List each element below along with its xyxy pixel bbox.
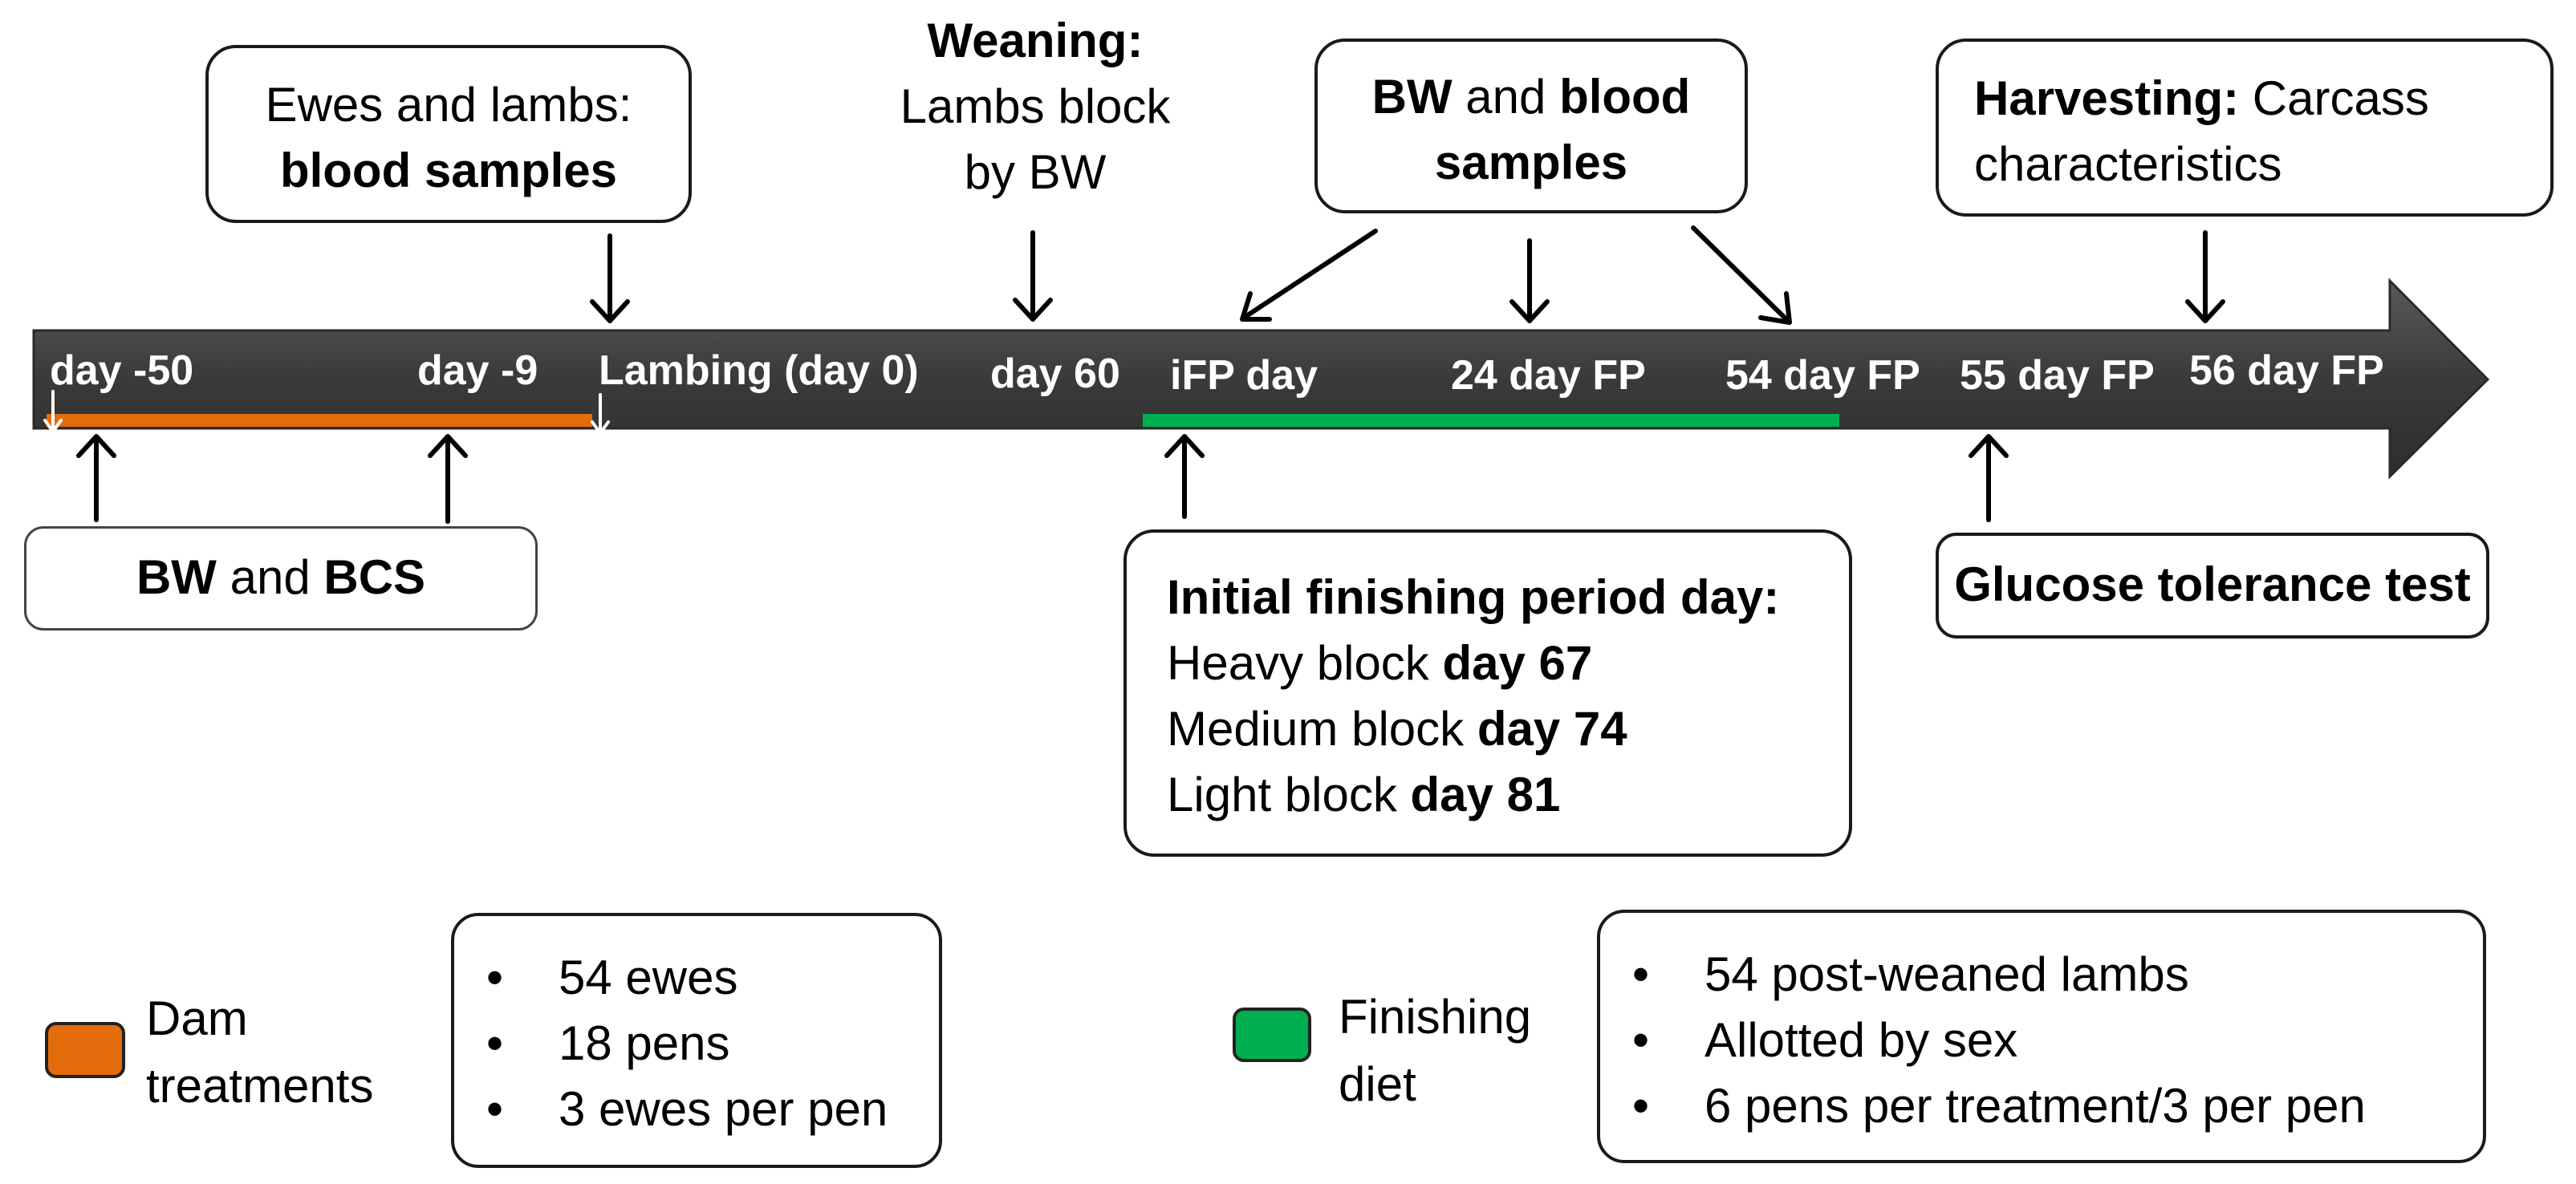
finishing-diet-swatch — [1233, 1008, 1311, 1062]
tick-24-day-fp: 24 day FP — [1451, 352, 1646, 399]
finishing-diet-bar — [1143, 414, 1839, 427]
list-item: •Allotted by sex — [1632, 1013, 2018, 1067]
initial-fp-row-day: day 67 — [1442, 636, 1593, 690]
marker-day-minus-50 — [43, 390, 63, 435]
initial-fp-title: Initial finishing period day: — [1167, 570, 1780, 624]
tick-56-day-fp: 56 day FP — [2189, 347, 2384, 394]
finishing-legend-line2: diet — [1339, 1057, 1416, 1111]
bw-blood-blood: blood — [1559, 70, 1691, 124]
arrow-bw-blood-center — [1509, 238, 1550, 323]
tick-54-day-fp: 54 day FP — [1725, 352, 1920, 399]
bw-bcs-and: and — [216, 550, 324, 604]
initial-fp-row: Light block day 81 — [1167, 762, 1849, 828]
marker-lambing — [591, 393, 610, 436]
tick-day-minus-9: day -9 — [417, 347, 538, 394]
tick-ifp-day: iFP day — [1170, 352, 1318, 399]
ewes-info-box: •54 ewes •18 pens •3 ewes per pen — [451, 913, 942, 1168]
bw-blood-and: and — [1452, 70, 1560, 124]
bw-blood-bw: BW — [1371, 70, 1453, 124]
ewes-lambs-blood: blood samples — [279, 144, 618, 197]
harvesting-title: Harvesting: — [1974, 71, 2240, 125]
dam-treatments-legend: Dam treatments — [146, 985, 373, 1120]
arrow-bw-bcs-left — [76, 434, 116, 522]
bw-bcs-box: BW and BCS — [24, 526, 538, 631]
arrow-bw-bcs-right — [428, 434, 468, 524]
list-item: •54 ewes — [486, 951, 738, 1004]
tick-lambing: Lambing (day 0) — [599, 347, 919, 394]
initial-fp-row-day: day 74 — [1477, 702, 1627, 756]
weaning-label: Weaning: Lambs block by BW — [891, 8, 1180, 205]
list-item: •18 pens — [486, 1016, 730, 1070]
arrow-harvest — [2185, 230, 2225, 323]
bw-bcs-bcs: BCS — [323, 550, 426, 604]
initial-finishing-period-box: Initial finishing period day: Heavy bloc… — [1123, 529, 1852, 857]
arrow-glucose — [1969, 434, 2009, 522]
arrow-initial-fp — [1164, 434, 1205, 519]
timeline-arrow — [32, 278, 2490, 480]
harvesting-box: Harvesting: Carcass characteristics — [1936, 39, 2554, 217]
arrow-bw-blood-left — [1240, 229, 1378, 322]
initial-fp-row: Medium block day 74 — [1167, 696, 1849, 762]
weaning-line2: by BW — [964, 145, 1107, 199]
arrow-weaning — [1013, 230, 1053, 322]
bw-blood-samples-box: BW and blood samples — [1314, 39, 1748, 213]
initial-fp-row-label: Medium block — [1167, 702, 1477, 756]
initial-fp-row-label: Light block — [1167, 768, 1411, 821]
ewes-lambs-title: Ewes and lambs: — [265, 78, 632, 132]
dam-treatment-bar — [47, 414, 592, 427]
ewes-lambs-blood-box: Ewes and lambs: blood samples — [205, 45, 692, 223]
lambs-info-box: •54 post-weaned lambs •Allotted by sex •… — [1597, 910, 2486, 1163]
harvesting-line2: characteristics — [1974, 137, 2282, 191]
lambs-info-list: •54 post-weaned lambs •Allotted by sex •… — [1600, 942, 2483, 1139]
finishing-diet-legend: Finishing diet — [1339, 983, 1531, 1118]
tick-day-60: day 60 — [990, 351, 1120, 397]
bw-blood-samples: samples — [1434, 136, 1628, 189]
ewes-info-list: •54 ewes •18 pens •3 ewes per pen — [454, 945, 939, 1142]
glucose-tolerance-box: Glucose tolerance test — [1936, 533, 2489, 639]
tick-55-day-fp: 55 day FP — [1960, 352, 2155, 399]
weaning-line1: Lambs block — [900, 79, 1171, 133]
weaning-title: Weaning: — [927, 14, 1144, 67]
list-item: •3 ewes per pen — [486, 1082, 888, 1136]
glucose-label: Glucose tolerance test — [1954, 558, 2471, 611]
tick-day-minus-50: day -50 — [50, 347, 194, 394]
initial-fp-row-day: day 81 — [1410, 768, 1561, 821]
finishing-legend-line1: Finishing — [1339, 990, 1532, 1044]
initial-fp-row: Heavy block day 67 — [1167, 631, 1849, 696]
arrow-bw-blood-right — [1691, 225, 1792, 325]
initial-fp-row-label: Heavy block — [1167, 636, 1443, 690]
bw-bcs-bw: BW — [136, 550, 217, 604]
harvesting-rest: Carcass — [2239, 71, 2429, 125]
dam-legend-line1: Dam — [146, 991, 248, 1045]
dam-treatments-swatch — [45, 1022, 125, 1078]
dam-legend-line2: treatments — [146, 1059, 374, 1113]
list-item: •6 pens per treatment/3 per pen — [1632, 1079, 2366, 1133]
arrow-ewes-lambs — [590, 233, 630, 323]
list-item: •54 post-weaned lambs — [1632, 947, 2189, 1001]
